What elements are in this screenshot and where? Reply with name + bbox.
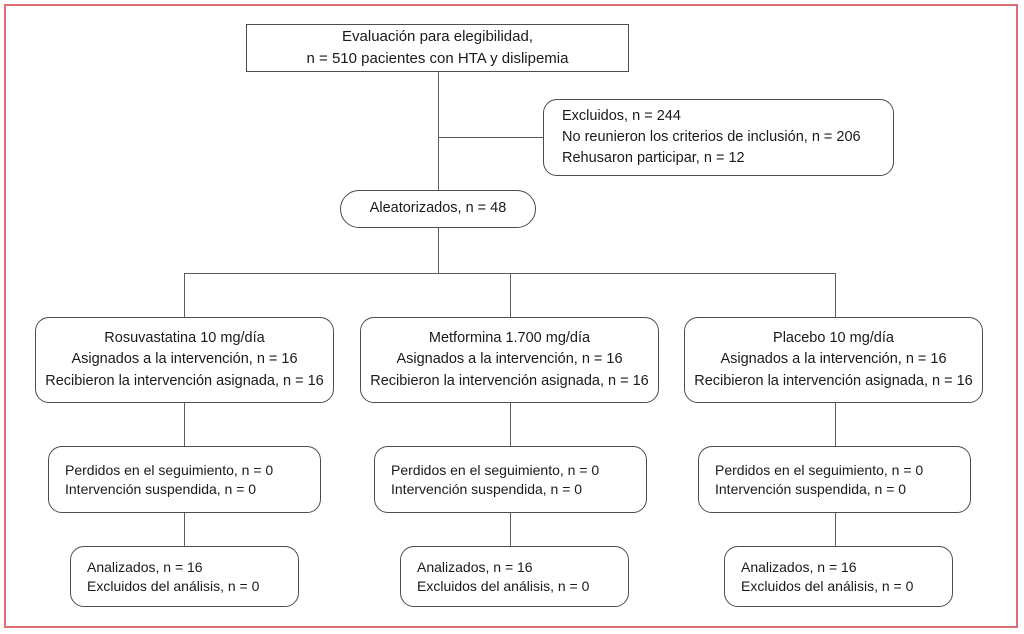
arm-1-analyzed: Analizados, n = 16 bbox=[87, 559, 203, 576]
box-randomized: Aleatorizados, n = 48 bbox=[340, 190, 536, 228]
arm-1-title: Rosuvastatina 10 mg/día bbox=[104, 330, 265, 347]
randomized-label: Aleatorizados, n = 48 bbox=[369, 200, 507, 217]
connector-arm-1-to-followup bbox=[184, 403, 185, 446]
arm-2-received: Recibieron la intervención asignada, n =… bbox=[370, 372, 649, 389]
excluded-line-3: Rehusaron participar, n = 12 bbox=[562, 150, 745, 166]
arm-2-discontinued: Intervención suspendida, n = 0 bbox=[391, 480, 583, 497]
arm-3-discontinued: Intervención suspendida, n = 0 bbox=[715, 480, 907, 497]
connector-arm-2-to-followup bbox=[510, 403, 511, 446]
arm-1-assigned: Asignados a la intervención, n = 16 bbox=[71, 351, 298, 368]
box-analysis-arm-1: Analizados, n = 16 Excluidos del análisi… bbox=[70, 546, 299, 607]
box-allocation-arm-2: Metformina 1.700 mg/día Asignados a la i… bbox=[360, 317, 659, 403]
arm-1-lost: Perdidos en el seguimiento, n = 0 bbox=[65, 462, 274, 479]
page-border-frame bbox=[4, 4, 1018, 628]
connector-randomized-to-split bbox=[438, 228, 439, 273]
arm-1-received: Recibieron la intervención asignada, n =… bbox=[45, 372, 324, 389]
arm-3-title: Placebo 10 mg/día bbox=[773, 330, 894, 347]
eligibility-line-1: Evaluación para elegibilidad, bbox=[342, 27, 533, 45]
connector-trunk-to-excluded bbox=[438, 137, 543, 138]
box-eligibility-assessment: Evaluación para elegibilidad, n = 510 pa… bbox=[246, 24, 629, 72]
box-analysis-arm-2: Analizados, n = 16 Excluidos del análisi… bbox=[400, 546, 629, 607]
arm-2-title: Metformina 1.700 mg/día bbox=[428, 330, 591, 347]
arm-3-lost: Perdidos en el seguimiento, n = 0 bbox=[715, 462, 924, 479]
arm-3-excluded-analysis: Excluidos del análisis, n = 0 bbox=[741, 577, 914, 594]
arm-1-discontinued: Intervención suspendida, n = 0 bbox=[65, 480, 257, 497]
excluded-line-2: No reunieron los criterios de inclusión,… bbox=[562, 128, 861, 145]
box-allocation-arm-3: Placebo 10 mg/día Asignados a la interve… bbox=[684, 317, 983, 403]
box-analysis-arm-3: Analizados, n = 16 Excluidos del análisi… bbox=[724, 546, 953, 607]
box-excluded: Excluidos, n = 244 No reunieron los crit… bbox=[543, 99, 894, 176]
connector-followup-3-to-analysis bbox=[835, 513, 836, 546]
arm-2-assigned: Asignados a la intervención, n = 16 bbox=[396, 351, 623, 368]
excluded-line-1: Excluidos, n = 244 bbox=[562, 107, 681, 124]
connector-eligibility-to-randomized bbox=[438, 72, 439, 190]
connector-split-to-arm-3 bbox=[835, 273, 836, 317]
connector-followup-2-to-analysis bbox=[510, 513, 511, 546]
arm-1-excluded-analysis: Excluidos del análisis, n = 0 bbox=[87, 577, 260, 594]
arm-2-analyzed: Analizados, n = 16 bbox=[417, 559, 533, 576]
arm-3-analyzed: Analizados, n = 16 bbox=[741, 559, 857, 576]
box-followup-arm-1: Perdidos en el seguimiento, n = 0 Interv… bbox=[48, 446, 321, 513]
arm-3-received: Recibieron la intervención asignada, n =… bbox=[694, 372, 973, 389]
connector-arm-3-to-followup bbox=[835, 403, 836, 446]
connector-split-to-arm-2 bbox=[510, 273, 511, 317]
connector-followup-1-to-analysis bbox=[184, 513, 185, 546]
box-followup-arm-3: Perdidos en el seguimiento, n = 0 Interv… bbox=[698, 446, 971, 513]
arm-2-lost: Perdidos en el seguimiento, n = 0 bbox=[391, 462, 600, 479]
eligibility-line-2: n = 510 pacientes con HTA y dislipemia bbox=[306, 50, 569, 67]
arm-3-assigned: Asignados a la intervención, n = 16 bbox=[720, 351, 947, 368]
connector-split-to-arm-1 bbox=[184, 273, 185, 317]
box-allocation-arm-1: Rosuvastatina 10 mg/día Asignados a la i… bbox=[35, 317, 334, 403]
arm-2-excluded-analysis: Excluidos del análisis, n = 0 bbox=[417, 577, 590, 594]
box-followup-arm-2: Perdidos en el seguimiento, n = 0 Interv… bbox=[374, 446, 647, 513]
